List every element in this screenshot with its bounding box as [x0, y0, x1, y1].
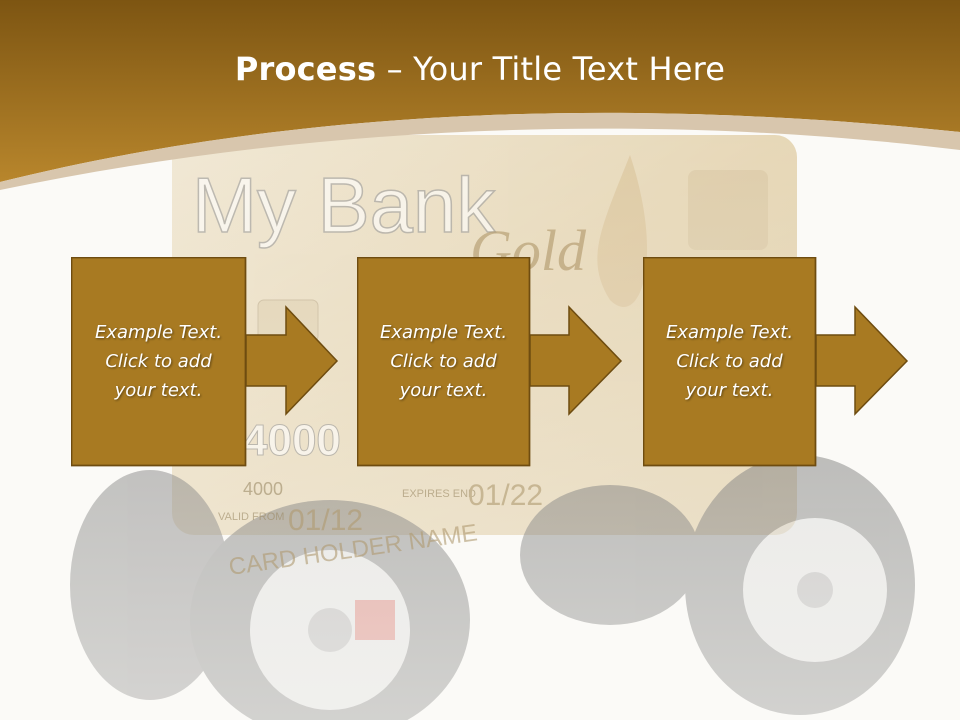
slide-title[interactable]: Process – Your Title Text Here	[0, 50, 960, 88]
step-2-text[interactable]: Example Text. Click to add your text.	[379, 322, 508, 401]
card-number-small-text: 4000	[243, 479, 283, 499]
process-step-2[interactable]: Example Text. Click to add your text.	[357, 257, 627, 469]
expires-date: 01/22	[468, 479, 543, 512]
process-step-3[interactable]: Example Text. Click to add your text.	[643, 257, 913, 469]
slide-title-bold: Process	[234, 50, 377, 88]
card-number-text: 4000	[243, 416, 341, 465]
slide-title-rest: – Your Title Text Here	[376, 50, 726, 88]
step-3-text[interactable]: Example Text. Click to add your text.	[665, 322, 794, 401]
valid-from-date: 01/12	[288, 504, 363, 537]
step-1-arrow-shape	[71, 257, 339, 467]
valid-from-label: VALID FROM	[218, 511, 284, 523]
step-2-arrow-shape	[357, 257, 623, 467]
card-brand-text: My Bank	[192, 161, 496, 249]
step-3-arrow-shape	[643, 257, 909, 467]
header-band	[0, 0, 960, 182]
card-lettering: My Bank Gold 4000 4000 VALID FROM 01/12 …	[191, 160, 587, 581]
header-swoosh	[0, 112, 960, 190]
expires-label: EXPIRES END	[402, 488, 476, 500]
step-1-text[interactable]: Example Text. Click to add your text.	[94, 322, 223, 401]
process-step-1[interactable]: Example Text. Click to add your text.	[71, 257, 341, 469]
